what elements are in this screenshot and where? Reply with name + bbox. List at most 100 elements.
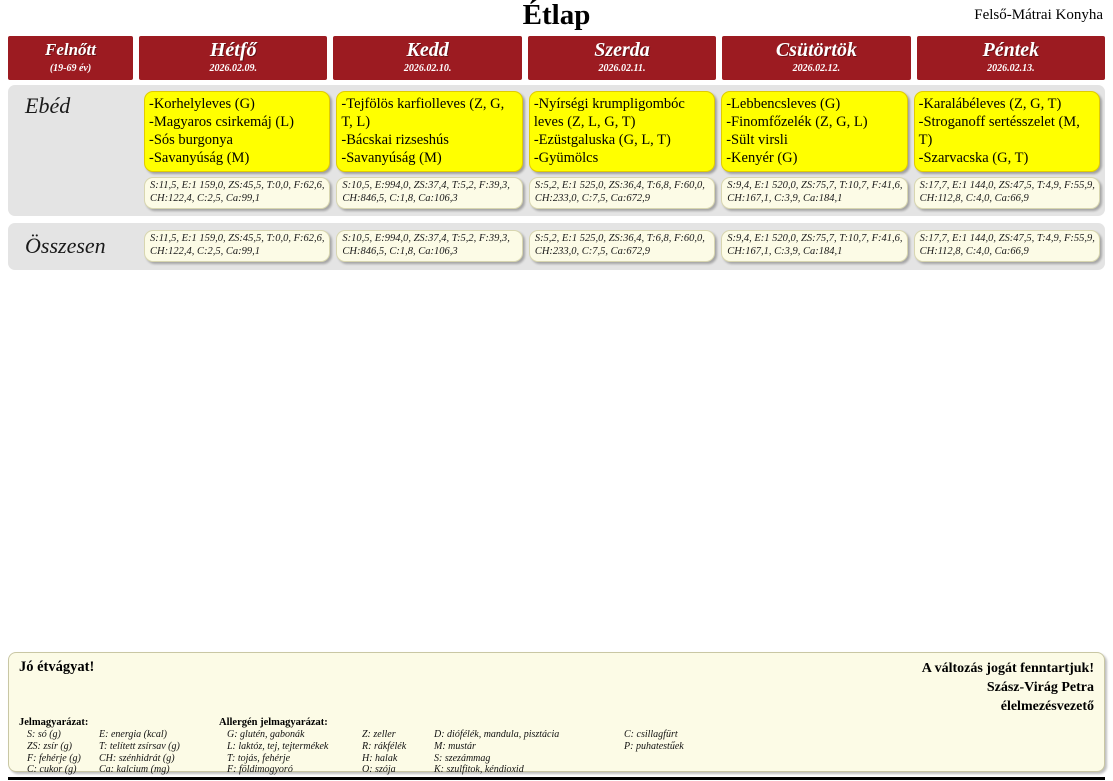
legend-item: R: rákfélék bbox=[362, 740, 407, 752]
dish-line: -Savanyúság (M) bbox=[149, 150, 250, 166]
legend-item: S: szezámmag bbox=[434, 752, 491, 764]
nutrition-row-spacer bbox=[13, 177, 138, 209]
bon-appetit-text: Jó étvágyat! bbox=[19, 659, 95, 675]
legend-item: L: laktóz, tej, tejtermékek bbox=[227, 740, 329, 752]
legend-area: Jelmagyarázat: S: só (g) ZS: zsír (g) F:… bbox=[19, 717, 1094, 776]
dish-card-thursday[interactable]: -Lebbencsleves (G) -Finomfőzelék (Z, G, L… bbox=[721, 91, 908, 172]
nutrition-card-tuesday: S:10,5, E:994,0, ZS:37,4, T:5,2, F:39,3,… bbox=[336, 177, 523, 209]
dish-line: -Nyírségi krumpligombóc leves (Z, L, G, … bbox=[533, 96, 685, 130]
dish-card-wednesday[interactable]: -Nyírségi krumpligombóc leves (Z, L, G, … bbox=[528, 91, 716, 172]
page-header: Étlap Felső-Mátrai Konyha bbox=[0, 0, 1113, 36]
legend-item: C: cukor (g) bbox=[27, 764, 77, 776]
totals-card-wednesday: S:5,2, E:1 525,0, ZS:36,4, T:6,8, F:60,0… bbox=[528, 230, 716, 262]
footer-top: Jó étvágyat! A változás jogát fenntartju… bbox=[19, 659, 1094, 717]
age-group-name: Felnőtt bbox=[44, 40, 96, 59]
signature-role: élelmezésvezető bbox=[1000, 699, 1094, 714]
dish-line: -Karalábéleves (Z, G, T) bbox=[918, 96, 1062, 112]
dish-line: -Korhelyleves (G) bbox=[149, 96, 255, 112]
legend-item: ZS: zsír (g) bbox=[27, 740, 73, 752]
dish-line: -Savanyúság (M) bbox=[341, 150, 442, 166]
dish-line: -Magyaros csirkemáj (L) bbox=[149, 114, 294, 130]
day-name-tuesday: Kedd bbox=[406, 39, 449, 61]
dish-line: -Kenyér (G) bbox=[726, 150, 798, 166]
totals-row: Összesen S:11,5, E:1 159,0, ZS:45,5, T:0… bbox=[13, 230, 1101, 262]
dish-line: -Szarvacska (G, T) bbox=[918, 150, 1029, 166]
day-header-row: Felnőtt (19-69 év) Hétfő 2026.02.09. Ked… bbox=[0, 36, 1113, 80]
dish-line: -Finomfőzelék (Z, G, L) bbox=[726, 114, 868, 130]
column-header-tuesday: Kedd 2026.02.10. bbox=[333, 36, 522, 80]
dish-line: -Lebbencsleves (G) bbox=[726, 96, 841, 112]
legend-item: H: halak bbox=[362, 752, 398, 764]
dish-card-friday[interactable]: -Karalábéleves (Z, G, T) -Stroganoff sert… bbox=[913, 91, 1101, 172]
kitchen-name: Felső-Mátrai Konyha bbox=[974, 7, 1103, 23]
totals-block: Összesen S:11,5, E:1 159,0, ZS:45,5, T:0… bbox=[8, 223, 1105, 270]
page-title: Étlap bbox=[522, 0, 591, 31]
nutrition-card-wednesday: S:5,2, E:1 525,0, ZS:36,4, T:6,8, F:60,0… bbox=[528, 177, 716, 209]
legend-item: F: földimogyoró bbox=[227, 764, 293, 776]
column-header-monday: Hétfő 2026.02.09. bbox=[139, 36, 328, 80]
legend-item: O: szója bbox=[362, 764, 396, 776]
legend-item: K: szulfitok, kéndioxid bbox=[434, 764, 524, 776]
column-header-friday: Péntek 2026.02.13. bbox=[916, 36, 1106, 80]
column-header-age-group: Felnőtt (19-69 év) bbox=[8, 36, 133, 80]
allergen-legend: Allergén jelmagyarázat: G: glutén, gabon… bbox=[219, 717, 1094, 776]
nutrition-legend-col-2: E: energia (kcal) T: telített zsírsav (g… bbox=[99, 729, 214, 776]
legend-item: C: csillagfürt bbox=[624, 729, 678, 740]
dish-card-monday[interactable]: -Korhelyleves (G) -Magyaros csirkemáj (L)… bbox=[144, 91, 331, 172]
totals-label: Összesen bbox=[25, 233, 106, 258]
dish-line: -Bácskai rizseshús bbox=[341, 132, 449, 148]
meal-label-lunch: Ebéd bbox=[25, 93, 71, 118]
legend-item: Z: zeller bbox=[362, 729, 396, 740]
dish-card-tuesday[interactable]: -Tejfölös karfiolleves (Z, G, T, L) -Bács… bbox=[336, 91, 523, 172]
nutrition-legend: Jelmagyarázat: S: só (g) ZS: zsír (g) F:… bbox=[19, 717, 219, 776]
allergen-legend-col-1: G: glutén, gabonák L: laktóz, tej, tejte… bbox=[227, 729, 362, 776]
age-group-range: (19-69 év) bbox=[49, 63, 92, 74]
nutrition-legend-title: Jelmagyarázat: bbox=[19, 717, 89, 728]
day-date-monday: 2026.02.09. bbox=[209, 63, 257, 74]
legend-item: T: tojás, fehérje bbox=[227, 752, 291, 764]
nutrition-legend-col-1: S: só (g) ZS: zsír (g) F: fehérje (g) C:… bbox=[27, 729, 99, 776]
totals-card-monday: S:11,5, E:1 159,0, ZS:45,5, T:0,0, F:62,… bbox=[144, 230, 331, 262]
day-date-tuesday: 2026.02.10. bbox=[403, 63, 452, 74]
legend-item: E: energia (kcal) bbox=[99, 729, 167, 740]
allergen-legend-col-2: Z: zeller R: rákfélék H: halak O: szója bbox=[362, 729, 434, 776]
nutrition-card-monday: S:11,5, E:1 159,0, ZS:45,5, T:0,0, F:62,… bbox=[144, 177, 331, 209]
day-date-thursday: 2026.02.12. bbox=[792, 63, 841, 74]
signature-name: Szász-Virág Petra bbox=[986, 680, 1094, 695]
legend-item: CH: szénhidrát (g) bbox=[99, 752, 175, 764]
nutrition-card-friday: S:17,7, E:1 144,0, ZS:47,5, T:4,9, F:55,… bbox=[913, 177, 1101, 209]
meal-block-lunch: Ebéd -Korhelyleves (G) -Magyaros csirkemá… bbox=[8, 85, 1105, 216]
dish-line: -Tejfölös karfiolleves (Z, G, T, L) bbox=[341, 96, 505, 130]
column-header-wednesday: Szerda 2026.02.11. bbox=[527, 36, 717, 80]
day-name-friday: Péntek bbox=[982, 39, 1040, 61]
meal-dishes-row: Ebéd -Korhelyleves (G) -Magyaros csirkemá… bbox=[13, 91, 1101, 172]
totals-card-tuesday: S:10,5, E:994,0, ZS:37,4, T:5,2, F:39,3,… bbox=[336, 230, 523, 262]
totals-card-thursday: S:9,4, E:1 520,0, ZS:75,7, T:10,7, F:41,… bbox=[721, 230, 908, 262]
day-date-friday: 2026.02.13. bbox=[987, 63, 1035, 74]
legend-item: T: telített zsírsav (g) bbox=[99, 740, 180, 752]
dish-line: -Sós burgonya bbox=[149, 132, 233, 148]
allergen-legend-title: Allergén jelmagyarázat: bbox=[219, 717, 328, 728]
dish-line: -Sült virsli bbox=[726, 132, 788, 148]
legend-item: D: diófélék, mandula, pisztácia bbox=[434, 729, 560, 740]
allergen-legend-col-4: C: csillagfürt P: puhatestűek bbox=[624, 729, 684, 776]
day-name-monday: Hétfő bbox=[209, 39, 257, 61]
legend-item: M: mustár bbox=[434, 740, 476, 752]
dish-line: -Stroganoff sertésszelet (M, T) bbox=[918, 114, 1080, 148]
dish-line: -Gyümölcs bbox=[533, 150, 599, 166]
nutrition-card-thursday: S:9,4, E:1 520,0, ZS:75,7, T:10,7, F:41,… bbox=[721, 177, 908, 209]
day-name-thursday: Csütörtök bbox=[775, 39, 857, 61]
legend-item: F: fehérje (g) bbox=[27, 752, 81, 764]
footer-box: Jó étvágyat! A változás jogát fenntartju… bbox=[8, 652, 1105, 775]
dish-line: -Ezüstgaluska (G, L, T) bbox=[533, 132, 671, 148]
column-header-thursday: Csütörtök 2026.02.12. bbox=[722, 36, 911, 80]
bottom-rule bbox=[8, 777, 1105, 780]
legend-item: Ca: kalcium (mg) bbox=[99, 764, 170, 776]
allergen-legend-col-3: D: diófélék, mandula, pisztácia M: mustá… bbox=[434, 729, 624, 776]
meal-nutrition-row: S:11,5, E:1 159,0, ZS:45,5, T:0,0, F:62,… bbox=[13, 177, 1101, 209]
day-name-wednesday: Szerda bbox=[594, 39, 650, 61]
legend-item: P: puhatestűek bbox=[624, 740, 684, 752]
legend-item: G: glutén, gabonák bbox=[227, 729, 305, 740]
legend-item: S: só (g) bbox=[27, 729, 61, 740]
day-date-wednesday: 2026.02.11. bbox=[598, 63, 646, 74]
